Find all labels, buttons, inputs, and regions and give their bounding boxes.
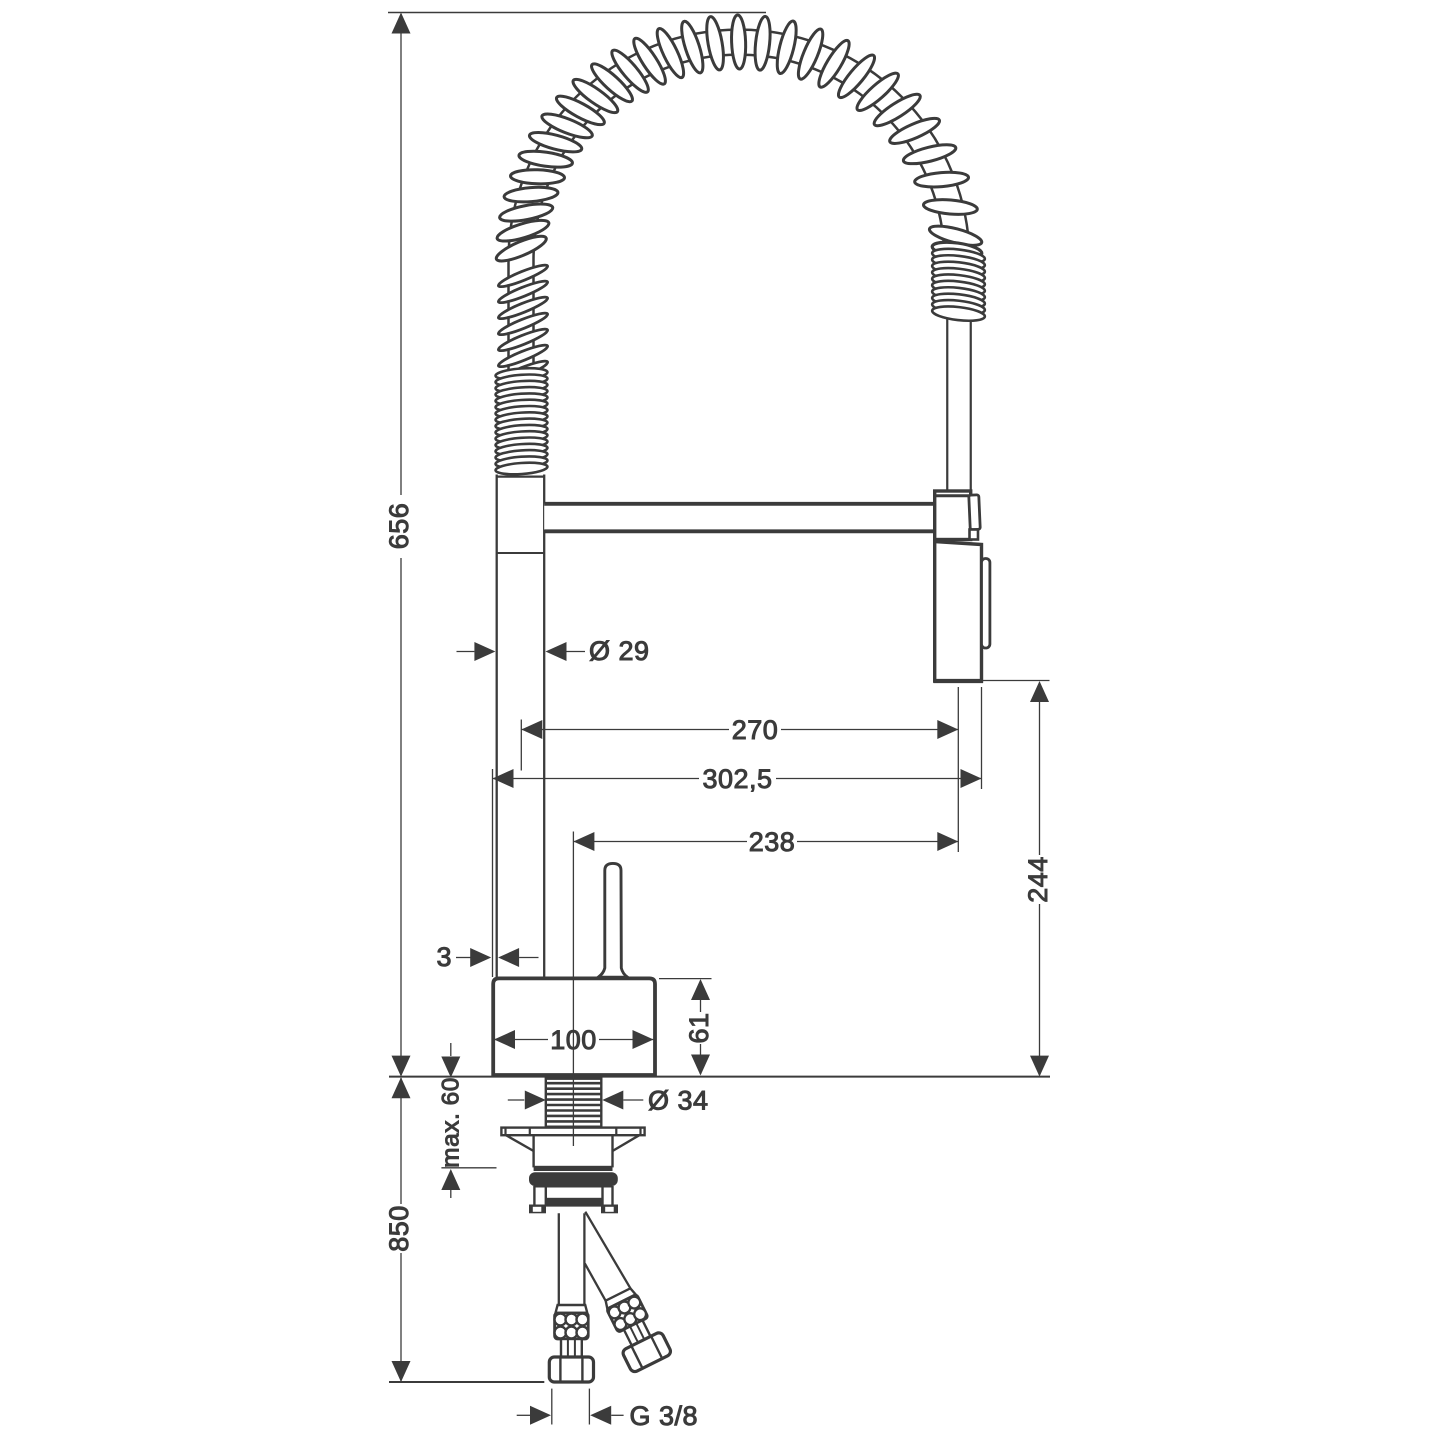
- svg-text:61: 61: [684, 1012, 714, 1043]
- svg-text:3: 3: [436, 942, 452, 972]
- svg-text:Ø 29: Ø 29: [589, 636, 650, 666]
- svg-text:100: 100: [550, 1025, 597, 1055]
- svg-text:238: 238: [749, 827, 796, 857]
- svg-text:270: 270: [732, 715, 779, 745]
- svg-text:G 3/8: G 3/8: [630, 1401, 699, 1431]
- svg-text:Ø 34: Ø 34: [648, 1086, 709, 1116]
- svg-text:244: 244: [1023, 856, 1053, 903]
- svg-text:656: 656: [384, 503, 414, 550]
- svg-text:max. 60: max. 60: [437, 1077, 464, 1168]
- svg-text:850: 850: [384, 1205, 414, 1252]
- svg-text:302,5: 302,5: [702, 764, 772, 794]
